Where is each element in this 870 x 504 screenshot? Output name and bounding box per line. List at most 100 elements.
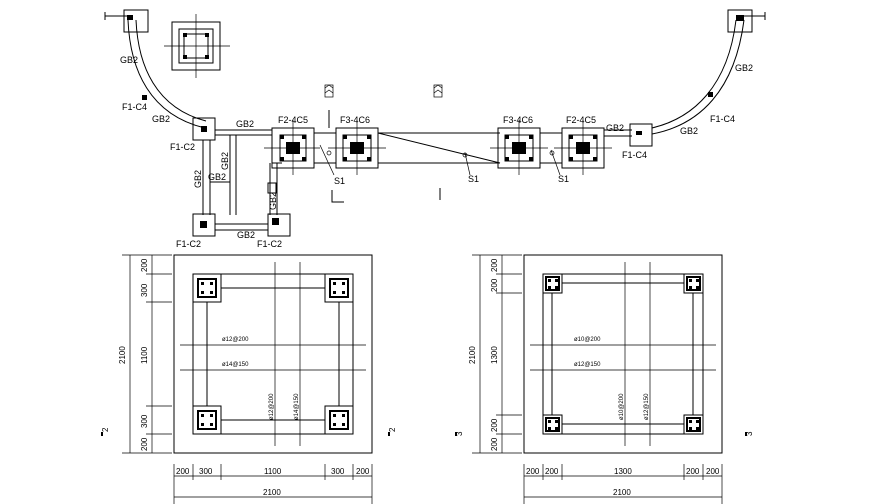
grade-beam-curve-left bbox=[127, 19, 206, 129]
footing-f2-4c5-right bbox=[554, 120, 612, 175]
rebar-label: ø12@150 bbox=[574, 362, 601, 368]
dimension-text: 200 bbox=[490, 258, 499, 272]
pedestal-outline bbox=[192, 273, 354, 435]
column-mark bbox=[708, 92, 713, 97]
dimension-text: 300 bbox=[199, 467, 213, 476]
grade-beam-curve-right bbox=[651, 19, 745, 135]
footing-f3-4c6-left bbox=[328, 120, 386, 175]
dimension-text: 200 bbox=[140, 258, 149, 272]
section-mark: 3 bbox=[745, 431, 754, 436]
dimension-text: 2100 bbox=[118, 346, 127, 364]
dimension-text: 2100 bbox=[468, 346, 477, 364]
label-gb2: GB2 bbox=[735, 63, 753, 73]
dimension-text: 200 bbox=[490, 418, 499, 432]
column-block bbox=[683, 273, 704, 294]
leader-line bbox=[464, 152, 471, 176]
footing-detail-right: ø10@200 ø12@150 ø10@200 ø12@150 200 200 … bbox=[455, 254, 754, 504]
label-f2-4c5: F2-4C5 bbox=[566, 115, 596, 125]
rebar-label: ø10@200 bbox=[619, 393, 625, 420]
grade-beam-curve-left-inner bbox=[135, 19, 207, 122]
column-mark bbox=[736, 15, 744, 21]
footing-detail-left: ø12@200 ø14@150 ø12@200 ø14@150 200 300 … bbox=[101, 254, 397, 504]
section-mark: 2 bbox=[101, 427, 110, 432]
dimension-text: 200 bbox=[490, 278, 499, 292]
column-block bbox=[542, 414, 563, 435]
rebar-label: ø12@150 bbox=[644, 393, 650, 420]
leader-line bbox=[319, 144, 335, 176]
column-mark bbox=[201, 126, 207, 132]
dimension-text: 200 bbox=[545, 467, 559, 476]
column-block bbox=[324, 273, 354, 303]
section-mark: 3 bbox=[455, 431, 464, 436]
footing-f1c4-mid-right bbox=[629, 123, 653, 147]
label-gb2: GB2 bbox=[236, 119, 254, 129]
footing-f1c2-bottom-left bbox=[192, 213, 216, 237]
dimension-text: 1100 bbox=[140, 346, 149, 364]
dimension-text: 200 bbox=[176, 467, 190, 476]
leader-dot bbox=[326, 150, 332, 156]
rebar-label: ø12@200 bbox=[222, 337, 249, 343]
column-block bbox=[192, 405, 222, 435]
label-gb2: GB2 bbox=[193, 170, 203, 188]
grade-beam-curve-right-inner bbox=[651, 19, 737, 129]
label-f1c2: F1-C2 bbox=[170, 142, 195, 152]
label-gb2: GB2 bbox=[237, 230, 255, 240]
dimension-text: 200 bbox=[526, 467, 540, 476]
dimension-text: 200 bbox=[140, 437, 149, 451]
leader-dot bbox=[462, 152, 468, 158]
pedestal-outline bbox=[542, 273, 704, 435]
footing-f1c2-bottom-right bbox=[267, 213, 291, 237]
diagonal-beam bbox=[377, 132, 501, 164]
section-cut-symbol-left bbox=[324, 84, 334, 128]
dimension-text: 1300 bbox=[614, 467, 632, 476]
column-block bbox=[542, 273, 563, 294]
dimension-text: 300 bbox=[331, 467, 345, 476]
footing-outline bbox=[173, 254, 373, 454]
label-s1: S1 bbox=[558, 174, 569, 184]
label-gb2: GB2 bbox=[208, 172, 226, 182]
column-mark bbox=[200, 221, 207, 228]
dimension-text: 300 bbox=[140, 283, 149, 297]
column-mark bbox=[636, 131, 642, 135]
dimension-text: 200 bbox=[686, 467, 700, 476]
label-f3-4c6: F3-4C6 bbox=[340, 115, 370, 125]
label-gb2: GB2 bbox=[606, 123, 624, 133]
section-bracket bbox=[331, 190, 344, 203]
label-gb2: GB2 bbox=[152, 114, 170, 124]
dimension-text: 200 bbox=[706, 467, 720, 476]
isolated-footing-symbol bbox=[164, 14, 230, 78]
column-mark bbox=[127, 15, 133, 20]
foundation-plan: GB2 F1-C4 GB2 F1-C2 GB2 GB2 GB2 GB2 GB2 … bbox=[104, 9, 766, 249]
footing-f2-4c5-left bbox=[264, 120, 320, 175]
column-block bbox=[192, 273, 222, 303]
rebar-label: ø14@150 bbox=[222, 362, 249, 368]
column-mark bbox=[272, 218, 279, 225]
rebar-label: ø10@200 bbox=[574, 337, 601, 343]
footing-f1c2-upper bbox=[192, 117, 216, 141]
label-s1: S1 bbox=[334, 176, 345, 186]
label-f3-4c6: F3-4C6 bbox=[503, 115, 533, 125]
dimension-text: 300 bbox=[140, 414, 149, 428]
rebar-label: ø14@150 bbox=[294, 393, 300, 420]
section-cut-symbol-right bbox=[433, 84, 443, 98]
dimension-text: 1300 bbox=[490, 346, 499, 364]
footing-top-left bbox=[123, 9, 149, 33]
dimension-text: 1100 bbox=[264, 467, 282, 476]
leader-line bbox=[550, 149, 561, 176]
label-gb2: GB2 bbox=[220, 152, 230, 170]
column-mark bbox=[267, 182, 277, 194]
leader-dot bbox=[549, 150, 555, 156]
column-mark bbox=[142, 95, 147, 100]
rebar-label: ø12@200 bbox=[269, 393, 275, 420]
dimension-text: 2100 bbox=[263, 488, 281, 497]
label-s1: S1 bbox=[468, 174, 479, 184]
column-block bbox=[324, 405, 354, 435]
footing-outline bbox=[523, 254, 723, 454]
label-f1c2: F1-C2 bbox=[176, 239, 201, 249]
footing-top-right bbox=[727, 9, 753, 33]
label-gb2: GB2 bbox=[268, 192, 278, 210]
label-f1c4: F1-C4 bbox=[710, 114, 735, 124]
column-block bbox=[683, 414, 704, 435]
footing-f3-4c6-right bbox=[490, 120, 548, 175]
